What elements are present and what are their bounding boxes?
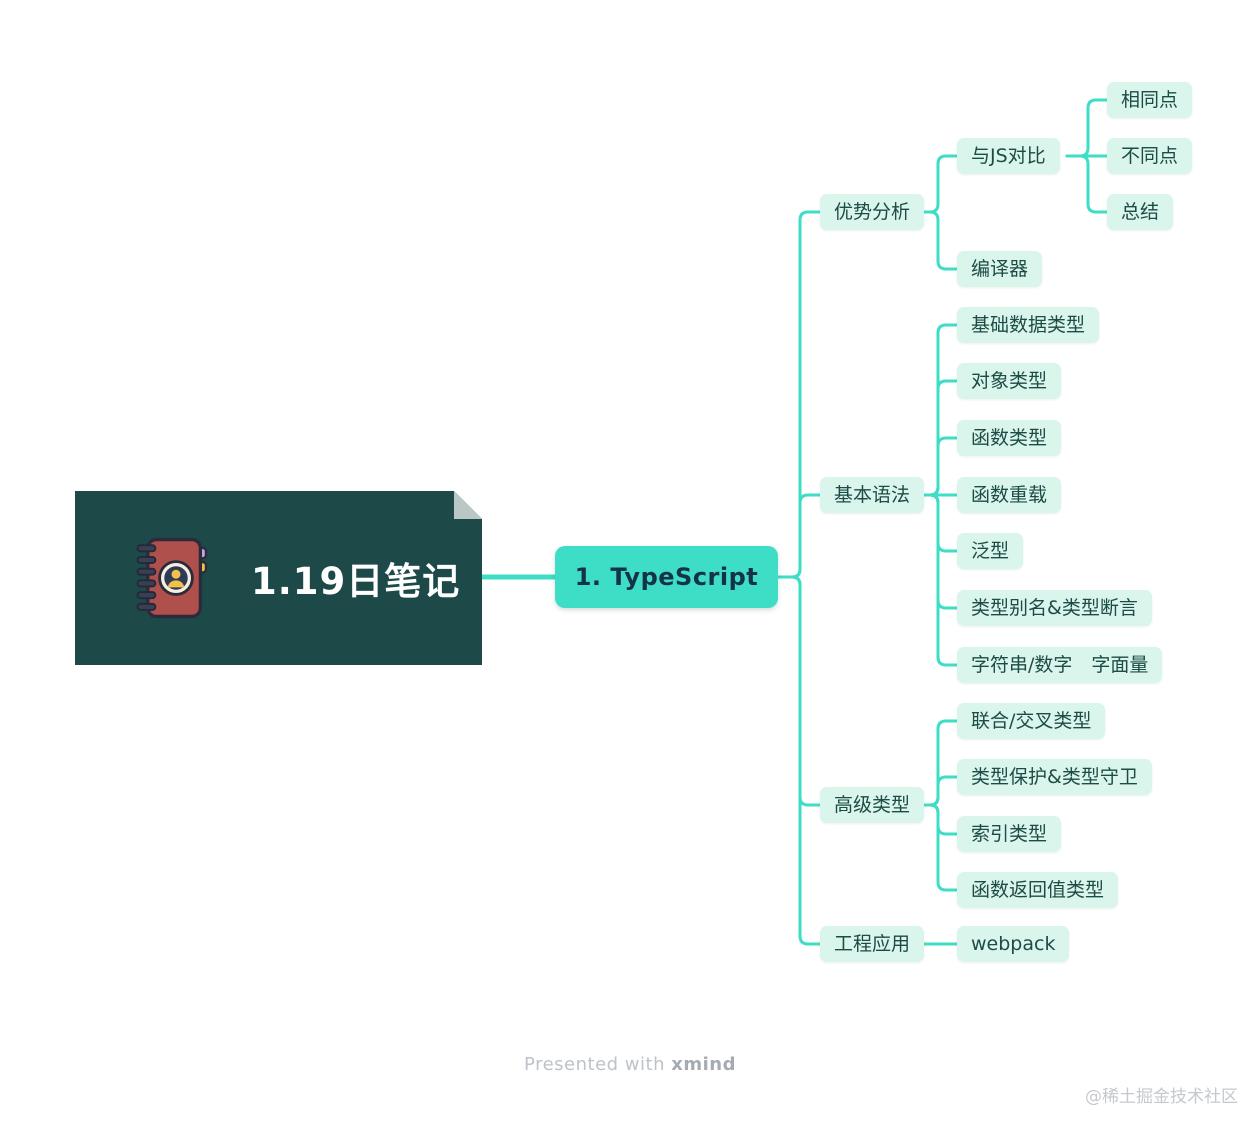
branch-advanced-types[interactable]: 高级类型 xyxy=(820,787,925,823)
node-similarities[interactable]: 相同点 xyxy=(1107,82,1193,118)
node-differences[interactable]: 不同点 xyxy=(1107,138,1193,174)
watermark-text: @稀土掘金技术社区 xyxy=(1085,1087,1238,1107)
central-topic-label: 1. TypeScript xyxy=(574,563,759,591)
root-topic-label: 1.19日笔记 xyxy=(251,560,461,603)
branch-advantage-analysis[interactable]: 优势分析 xyxy=(820,194,925,230)
node-js-comparison[interactable]: 与JS对比 xyxy=(957,138,1060,174)
footer-presented-text: Presented with xyxy=(524,1054,665,1075)
footer-credit: Presented with xmind xyxy=(0,1054,1260,1075)
node-object-types[interactable]: 对象类型 xyxy=(957,363,1062,399)
node-index-types[interactable]: 索引类型 xyxy=(957,816,1062,852)
root-folded-corner xyxy=(454,491,482,519)
branch-basic-syntax[interactable]: 基本语法 xyxy=(820,477,925,513)
root-topic[interactable]: 1.19日笔记 xyxy=(75,491,482,665)
central-topic[interactable]: 1. TypeScript xyxy=(555,546,778,608)
node-compiler[interactable]: 编译器 xyxy=(957,251,1043,287)
node-function-overload[interactable]: 函数重载 xyxy=(957,477,1062,513)
node-basic-data-types[interactable]: 基础数据类型 xyxy=(957,307,1100,343)
node-function-return-type[interactable]: 函数返回值类型 xyxy=(957,872,1119,908)
notebook-icon xyxy=(136,537,208,619)
node-summary[interactable]: 总结 xyxy=(1107,194,1174,230)
node-union-intersection-types[interactable]: 联合/交叉类型 xyxy=(957,703,1106,739)
node-type-alias-assertion[interactable]: 类型别名&类型断言 xyxy=(957,590,1152,626)
node-string-number-literal[interactable]: 字符串/数字 字面量 xyxy=(957,647,1163,683)
node-generics[interactable]: 泛型 xyxy=(957,533,1024,569)
branch-engineering[interactable]: 工程应用 xyxy=(820,926,925,962)
node-type-guard[interactable]: 类型保护&类型守卫 xyxy=(957,759,1152,795)
node-webpack[interactable]: webpack xyxy=(957,926,1070,962)
node-function-types[interactable]: 函数类型 xyxy=(957,420,1062,456)
footer-brand: xmind xyxy=(671,1054,736,1075)
